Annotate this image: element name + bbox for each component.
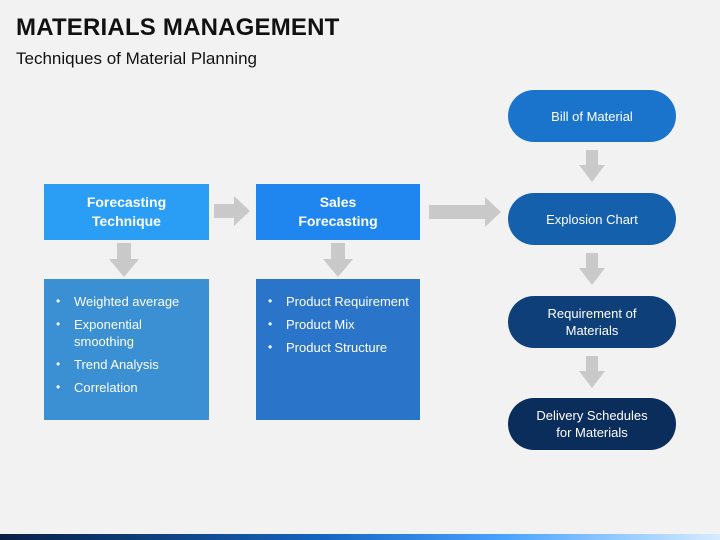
list-item: Correlation [54,379,179,396]
down-arrow-icon [109,243,139,277]
down-arrow-icon [579,150,605,182]
down-arrow-icon [323,243,353,277]
list-item: Trend Analysis [54,356,179,373]
forecasting-methods-list-box: Weighted average Exponential smoothing T… [44,279,209,420]
page-subtitle: Techniques of Material Planning [16,49,257,68]
down-arrow-icon [579,253,605,285]
list-item: Product Structure [266,339,409,356]
bill-of-material-node: Bill of Material [508,90,676,142]
requirement-of-materials-node: Requirement of Materials [508,296,676,348]
sales-factors-list-box: Product Requirement Product Mix Product … [256,279,420,420]
right-arrow-icon [214,196,250,226]
down-arrow-icon [579,356,605,388]
forecasting-technique-label: Forecasting Technique [86,194,167,229]
forecasting-technique-box: Forecasting Technique [44,184,209,240]
list-item: Exponential smoothing [54,316,179,350]
right-arrow-icon [429,197,501,227]
sales-forecasting-box: Sales Forecasting [256,184,420,240]
explosion-chart-node: Explosion Chart [508,193,676,245]
sales-forecasting-label: Sales Forecasting [298,194,378,229]
page-title: MATERIALS MANAGEMENT [16,14,340,41]
list-item: Product Mix [266,316,409,333]
list-item: Product Requirement [266,293,409,310]
delivery-schedules-node: Delivery Schedules for Materials [508,398,676,450]
list-item: Weighted average [54,293,179,310]
footer-accent-bar [0,534,720,540]
